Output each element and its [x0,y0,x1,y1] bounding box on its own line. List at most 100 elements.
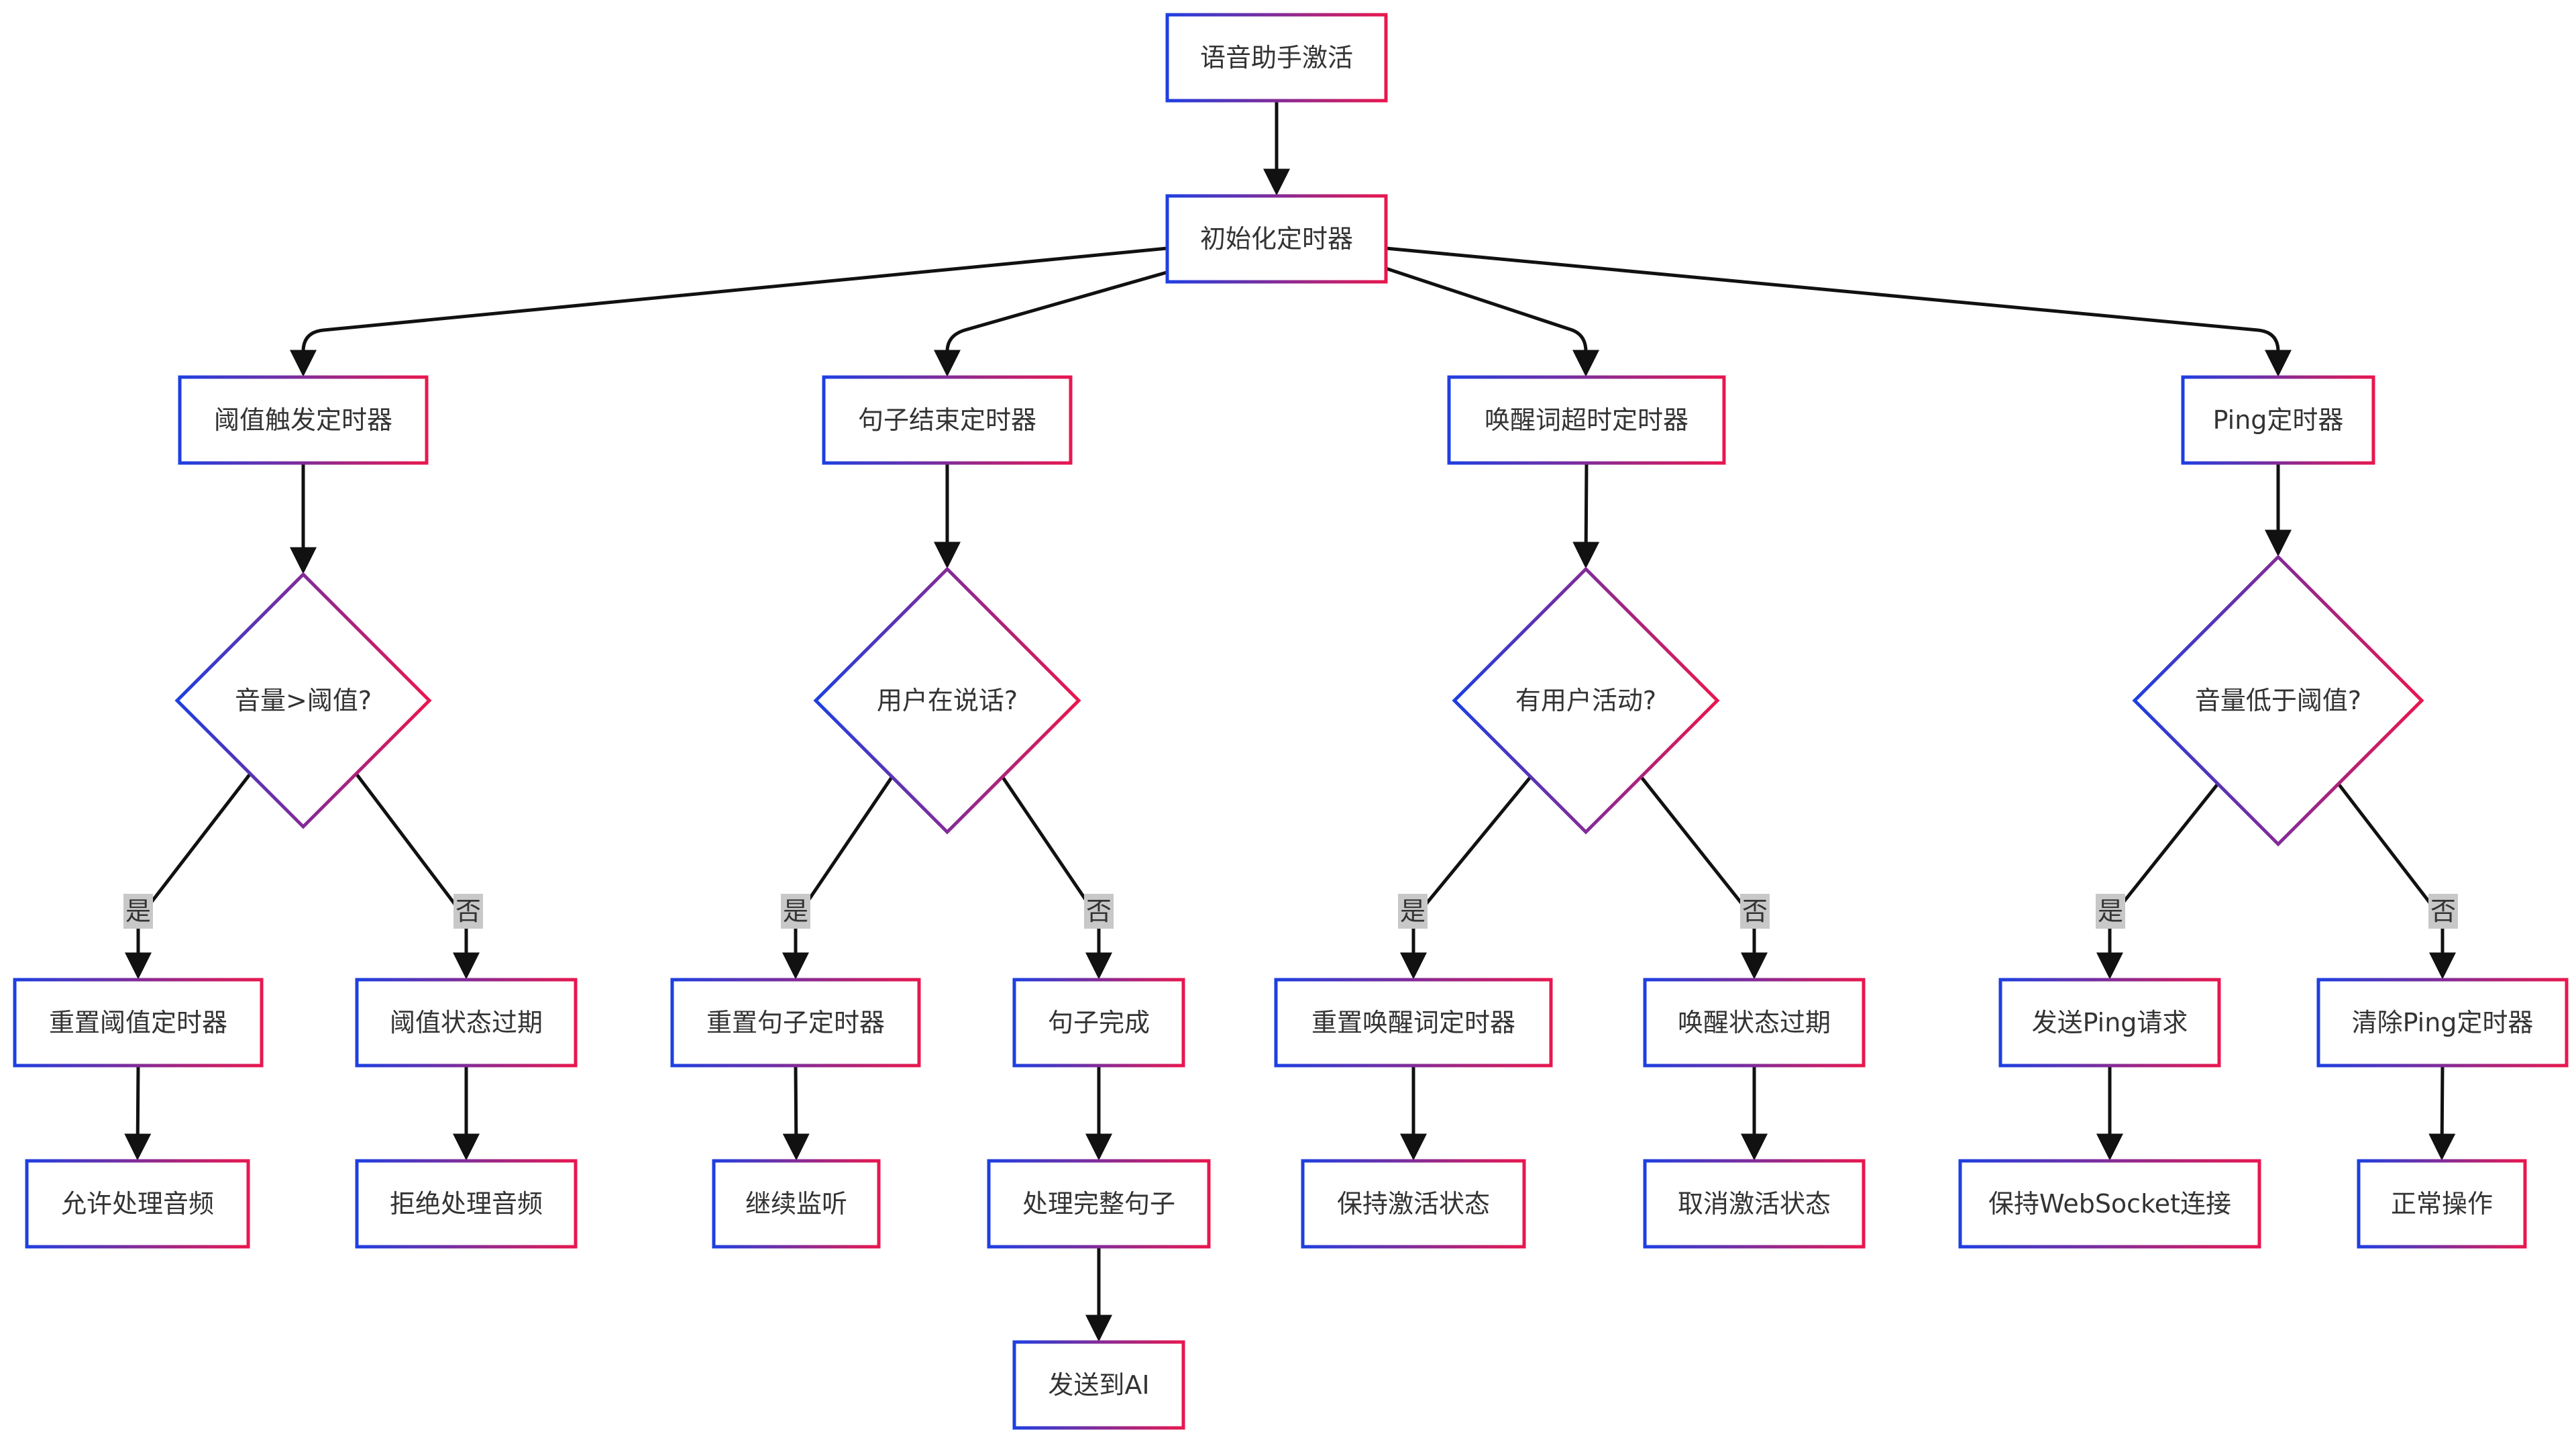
process-box [1301,1159,1526,1249]
edge-b-to-c2 [934,266,1181,377]
edge-label-background [1398,894,1428,929]
node-label: 音量>阈值? [235,686,372,715]
process-box [2181,375,2375,465]
process-node-f6: 取消激活状态 [1643,1159,1866,1249]
process-node-f4: 处理完整句子 [987,1159,1211,1249]
edge-label-background [123,894,153,929]
process-node-f8: 正常操作 [2357,1159,2527,1249]
process-box [1165,13,1388,103]
edge-labels-layer: 是否是否是否是否 [123,894,2458,929]
edge-d2-to-e4 [1001,776,1112,980]
process-box [1447,375,1726,465]
process-box [1998,978,2221,1068]
decision-diamond [2132,554,2424,847]
edge-d1-to-e2 [354,772,480,980]
process-box [822,375,1073,465]
process-box [2357,1159,2527,1249]
edge-label-d2-e4: 否 [1084,894,1114,929]
edge-label-background [2428,894,2458,929]
edge-e8-to-f8 [2428,1065,2456,1161]
edge-label-text: 否 [1742,896,1768,926]
process-node-e3: 重置句子定时器 [670,978,921,1068]
process-node-c3: 唤醒词超时定时器 [1447,375,1726,465]
process-node-e8: 清除Ping定时器 [2316,978,2569,1068]
node-label: 语音助手激活 [1200,43,1353,72]
node-label: 发送到AI [1048,1370,1149,1400]
process-box [2316,978,2569,1068]
process-node-b: 初始化定时器 [1165,194,1388,284]
node-label: 允许处理音频 [61,1189,214,1219]
decision-node-d2: 用户在说话? [813,566,1081,835]
process-box [1643,1159,1866,1249]
edge-d4-to-e8 [2337,782,2456,980]
edges-layer [124,101,2456,1342]
process-node-c1: 阈值触发定时器 [178,375,429,465]
process-node-f2: 拒绝处理音频 [355,1159,578,1249]
node-label: 初始化定时器 [1200,224,1353,254]
node-label: 重置阈值定时器 [49,1008,227,1037]
edge-b-to-c3 [1385,266,1599,377]
process-box [1958,1159,2261,1249]
process-box [670,978,921,1068]
node-label: 处理完整句子 [1022,1189,1175,1219]
process-box [987,1159,1211,1249]
edge-label-d1-e2: 否 [453,894,483,929]
edge-label-text: 否 [455,896,481,926]
edge-label-d4-e7: 是 [2096,894,2125,929]
process-box [1643,978,1866,1068]
process-node-g1: 发送到AI [1012,1340,1185,1430]
edge-label-background [1740,894,1770,929]
process-box [25,1159,250,1249]
node-label: 正常操作 [2391,1189,2493,1219]
process-box [1165,194,1388,284]
process-node-e6: 唤醒状态过期 [1643,978,1866,1068]
process-node-e4: 句子完成 [1012,978,1185,1068]
node-label: 拒绝处理音频 [390,1189,543,1219]
decision-diamond [813,566,1081,835]
node-label: 句子结束定时器 [858,405,1036,435]
edge-label-background [1084,894,1114,929]
process-node-c2: 句子结束定时器 [822,375,1073,465]
node-label: 取消激活状态 [1678,1189,1831,1219]
node-label: 音量低于阈值? [2195,686,2361,715]
edge-label-text: 是 [783,896,808,926]
process-node-f3: 继续监听 [712,1159,881,1249]
edge-label-text: 是 [2098,896,2123,926]
edge-label-d2-e3: 是 [781,894,810,929]
node-label: 唤醒状态过期 [1678,1008,1831,1037]
process-node-e5: 重置唤醒词定时器 [1274,978,1553,1068]
decision-node-d3: 有用户活动? [1452,566,1720,835]
process-box [1012,978,1185,1068]
process-node-a: 语音助手激活 [1165,13,1388,103]
process-node-c4: Ping定时器 [2181,375,2375,465]
process-box [712,1159,881,1249]
process-box [13,978,264,1068]
node-label: 句子完成 [1048,1008,1150,1037]
edge-d3-to-e6 [1640,776,1768,980]
process-box [355,1159,578,1249]
edge-d3-to-e5 [1400,776,1532,980]
process-node-e1: 重置阈值定时器 [13,978,264,1068]
edge-label-background [453,894,483,929]
decision-node-d4: 音量低于阈值? [2132,554,2424,847]
node-label: 发送Ping请求 [2032,1008,2188,1037]
node-label: Ping定时器 [2213,405,2344,435]
node-label: 唤醒词超时定时器 [1485,405,1688,435]
node-label: 有用户活动? [1515,686,1656,715]
node-label: 清除Ping定时器 [2352,1008,2534,1037]
node-label: 重置唤醒词定时器 [1311,1008,1515,1037]
decision-diamond [174,572,432,829]
edge-label-d3-e6: 否 [1740,894,1770,929]
edge-d4-to-e7 [2096,782,2220,980]
process-node-f5: 保持激活状态 [1301,1159,1526,1249]
process-box [1012,1340,1185,1430]
edge-label-text: 是 [125,896,151,926]
process-box [355,978,578,1068]
edge-c3-to-d3 [1572,462,1600,569]
process-box [178,375,429,465]
edge-label-d3-e5: 是 [1398,894,1428,929]
decision-diamond [1452,566,1720,835]
node-label: 保持WebSocket连接 [1988,1189,2231,1219]
